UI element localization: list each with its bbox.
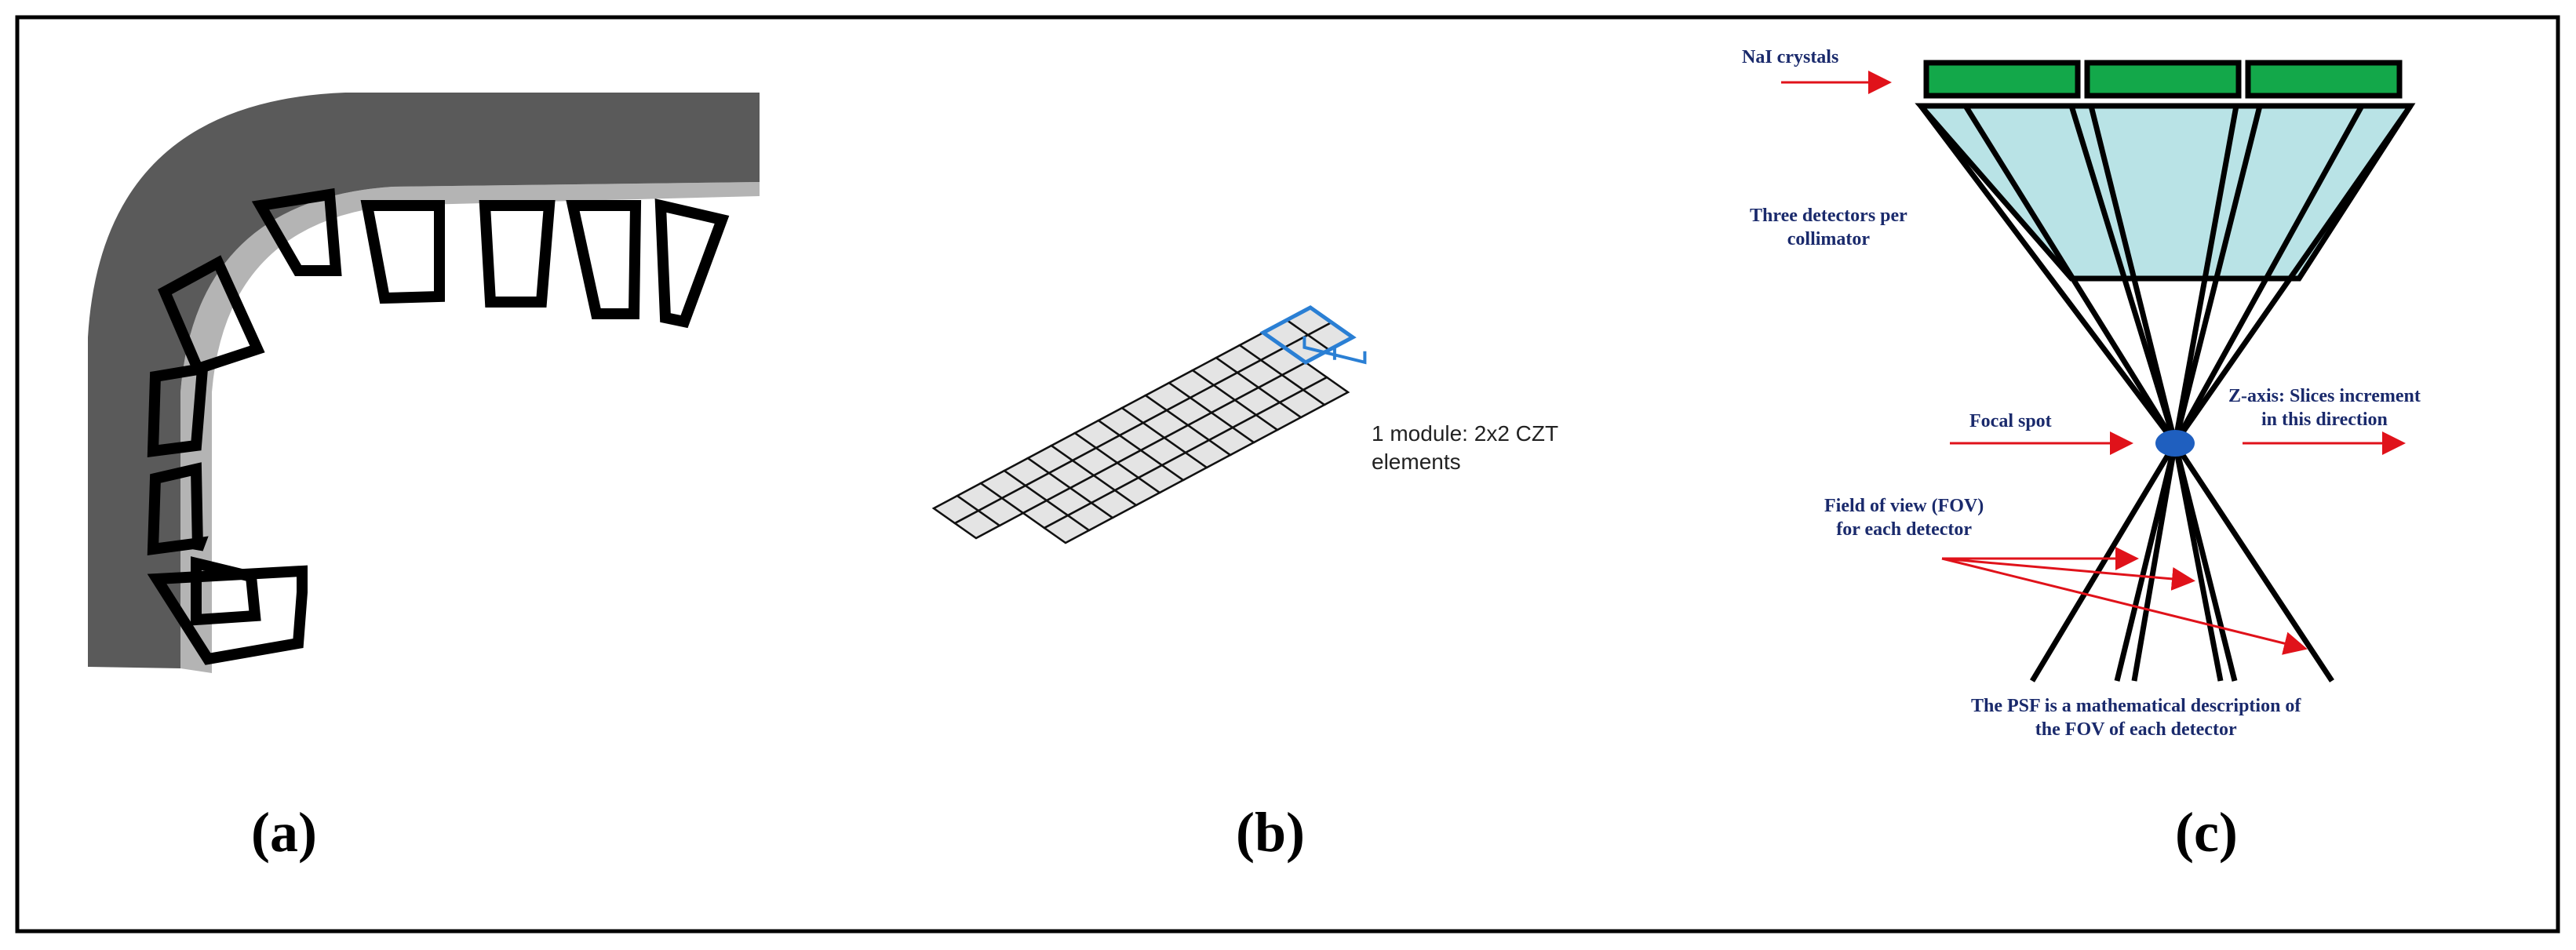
psf-line1: The PSF is a mathematical description of [1971,696,2301,716]
detector-module [566,200,642,319]
fov-line1: Field of view (FOV) [1824,496,1984,516]
detector-rays [1918,104,2413,682]
psf-label: The PSF is a mathematical description of… [1971,694,2301,741]
nai-crystal [2245,60,2403,99]
annotation-arrows [1781,71,2406,655]
module-brace [1303,336,1367,365]
three-detectors-label: Three detectors per collimator [1750,204,1907,251]
czt-element [1301,376,1350,406]
panel-c-label: (c) [2175,801,2238,864]
focal-spot-marker [2155,430,2195,457]
highlighted-module [1259,305,1357,365]
detector-module [147,362,209,457]
focal-spot-label: Focal spot [1969,411,2052,431]
detector-module [147,462,209,556]
detector-module [360,200,445,304]
three-detectors-line2: collimator [1787,229,1871,249]
nai-crystal [1923,60,2081,99]
fov-label: Field of view (FOV) for each detector [1824,494,1984,541]
zaxis-line2: in this direction [2261,409,2388,430]
panel-b-label: (b) [1236,801,1305,864]
psf-line2: the FOV of each detector [2035,719,2237,740]
fov-arrow [1941,557,2195,591]
module-caption: 1 module: 2x2 CZT elements [1372,420,1558,476]
detector-module [479,200,556,308]
panel-c-collimator [1781,60,2416,682]
zaxis-line1: Z-axis: Slices increment [2228,386,2421,406]
detector-module [251,187,342,276]
zaxis-label: Z-axis: Slices increment in this directi… [2228,384,2421,431]
detector-module [654,198,730,329]
gantry-outer-band [88,93,760,668]
panel-a-label: (a) [251,801,317,864]
module-caption-line2: elements [1372,450,1461,474]
nai-crystal [2084,60,2242,99]
module-caption-line1: 1 module: 2x2 CZT [1372,421,1559,446]
panel-b-czt-array [931,305,1367,544]
nai-crystals-label: NaI crystals [1742,47,1839,67]
fov-arrow [1941,557,2308,655]
panel-a-detector-ring [88,93,760,673]
three-detectors-line1: Three detectors per [1750,206,1907,226]
detector-module [147,565,308,665]
fov-line2: for each detector [1836,519,1973,540]
detector-modules [147,187,730,665]
